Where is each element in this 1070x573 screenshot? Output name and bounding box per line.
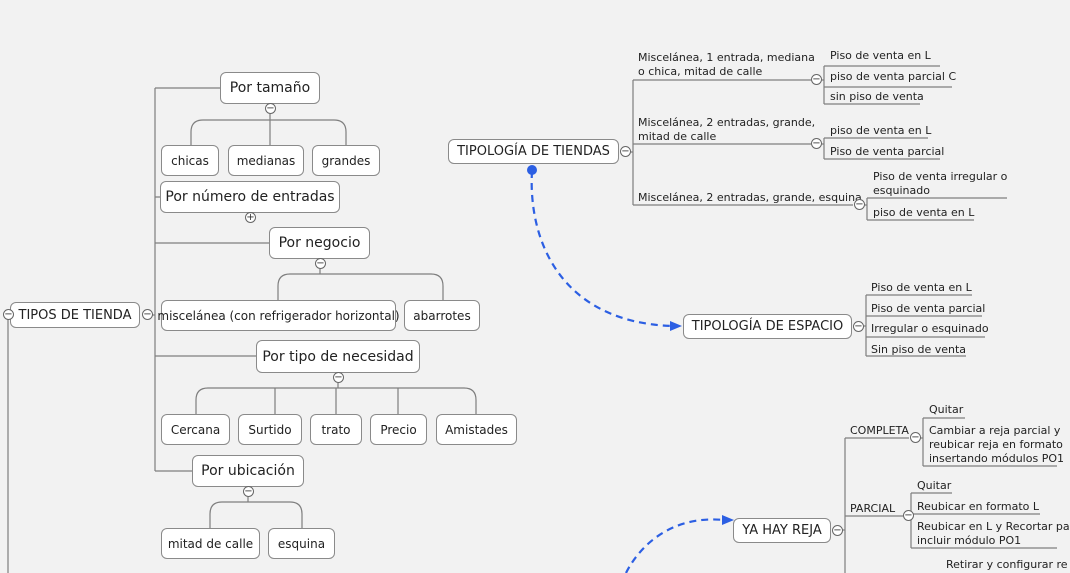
completa-cambiar-line-3: insertando módulos PO1 bbox=[929, 452, 1064, 465]
branch-1-entrada-label-line-1: Miscelánea, 1 entrada, mediana bbox=[638, 51, 815, 64]
parcial-label: PARCIAL bbox=[850, 502, 896, 515]
miscelanea-node[interactable]: miscelánea (con refrigerador horizontal) bbox=[157, 300, 400, 331]
surtido-node[interactable]: Surtido bbox=[238, 414, 302, 445]
completa-label: COMPLETA bbox=[850, 424, 909, 437]
grandes-node[interactable]: grandes bbox=[312, 145, 380, 176]
minus-circle-icon[interactable]: − bbox=[333, 372, 344, 383]
espacio-leaf-piso-parcial: Piso de venta parcial bbox=[871, 302, 986, 315]
tipos-de-tienda-node[interactable]: TIPOS DE TIENDA bbox=[10, 302, 140, 328]
plus-circle-icon[interactable]: + bbox=[245, 212, 256, 223]
parcial-reubicar-l: Reubicar en formato L bbox=[917, 500, 1040, 513]
espacio-leaf-piso-l: Piso de venta en L bbox=[871, 281, 972, 294]
minus-circle-icon[interactable]: − bbox=[854, 199, 865, 210]
por-tamano-node[interactable]: Por tamaño bbox=[220, 72, 320, 104]
chicas-node[interactable]: chicas bbox=[161, 145, 219, 176]
leaf-piso-venta-l: Piso de venta en L bbox=[830, 49, 931, 62]
medianas-node[interactable]: medianas bbox=[228, 145, 304, 176]
completa-quitar: Quitar bbox=[929, 403, 964, 416]
abarrotes-node[interactable]: abarrotes bbox=[404, 300, 480, 331]
minus-circle-icon[interactable]: − bbox=[620, 146, 631, 157]
precio-node[interactable]: Precio bbox=[370, 414, 427, 445]
minus-circle-icon[interactable]: − bbox=[811, 138, 822, 149]
leaf-sin-piso-venta: sin piso de venta bbox=[830, 90, 924, 103]
minus-circle-icon[interactable]: − bbox=[903, 510, 914, 521]
minus-circle-icon[interactable]: − bbox=[811, 74, 822, 85]
leaf-piso-venta-irregular-line-1: Piso de venta irregular o bbox=[873, 170, 1008, 183]
branch-2-entradas-label-line-2: mitad de calle bbox=[638, 130, 717, 143]
branch-esquina-label: Miscelánea, 2 entradas, grande, esquina bbox=[638, 191, 862, 204]
esquina-node[interactable]: esquina bbox=[268, 528, 335, 559]
tipologia-de-espacio-node[interactable]: TIPOLOGÍA DE ESPACIO bbox=[683, 314, 852, 339]
parcial-recortar-line-1: Reubicar en L y Recortar pa bbox=[917, 520, 1070, 533]
leaf-piso-venta-parcial-2: Piso de venta parcial bbox=[830, 145, 945, 158]
trato-node[interactable]: trato bbox=[310, 414, 362, 445]
por-numero-de-entradas-node[interactable]: Por número de entradas bbox=[160, 181, 340, 213]
mitad-de-calle-node[interactable]: mitad de calle bbox=[161, 528, 260, 559]
minus-circle-icon[interactable]: − bbox=[853, 321, 864, 332]
leaf-piso-venta-l-3: piso de venta en L bbox=[873, 206, 975, 219]
minus-circle-icon[interactable]: − bbox=[265, 103, 276, 114]
retirar-configurar-leaf: Retirar y configurar re bbox=[946, 558, 1068, 571]
minus-circle-icon[interactable]: − bbox=[832, 525, 843, 536]
tipologia-de-tiendas-node[interactable]: TIPOLOGÍA DE TIENDAS bbox=[448, 139, 619, 164]
leaf-piso-venta-l-2: piso de venta en L bbox=[830, 124, 932, 137]
completa-cambiar-line-2: reubicar reja en formato bbox=[929, 438, 1063, 451]
branch-1-entrada-label-line-2: o chica, mitad de calle bbox=[638, 65, 763, 78]
parcial-recortar-line-2: incluir módulo PO1 bbox=[917, 534, 1022, 547]
leaf-piso-venta-irregular-line-2: esquinado bbox=[873, 184, 930, 197]
minus-circle-icon[interactable]: − bbox=[315, 258, 326, 269]
cercana-node[interactable]: Cercana bbox=[161, 414, 230, 445]
por-negocio-node[interactable]: Por negocio bbox=[269, 227, 370, 259]
minus-circle-icon[interactable]: − bbox=[142, 309, 153, 320]
completa-cambiar-line-1: Cambiar a reja parcial y bbox=[929, 424, 1061, 437]
minus-circle-icon[interactable]: − bbox=[243, 486, 254, 497]
minus-circle-icon[interactable]: − bbox=[3, 309, 14, 320]
por-ubicacion-node[interactable]: Por ubicación bbox=[192, 455, 304, 487]
minus-circle-icon[interactable]: − bbox=[910, 432, 921, 443]
branch-2-entradas-label-line-1: Miscelánea, 2 entradas, grande, bbox=[638, 116, 816, 129]
por-tipo-de-necesidad-node[interactable]: Por tipo de necesidad bbox=[256, 340, 420, 373]
amistades-node[interactable]: Amistades bbox=[436, 414, 517, 445]
espacio-leaf-sin-piso: Sin piso de venta bbox=[871, 343, 967, 356]
parcial-quitar: Quitar bbox=[917, 479, 952, 492]
leaf-piso-venta-parcial-c: piso de venta parcial C bbox=[830, 70, 957, 83]
espacio-leaf-irregular: Irregular o esquinado bbox=[871, 322, 989, 335]
ya-hay-reja-node[interactable]: YA HAY REJA bbox=[733, 518, 831, 543]
